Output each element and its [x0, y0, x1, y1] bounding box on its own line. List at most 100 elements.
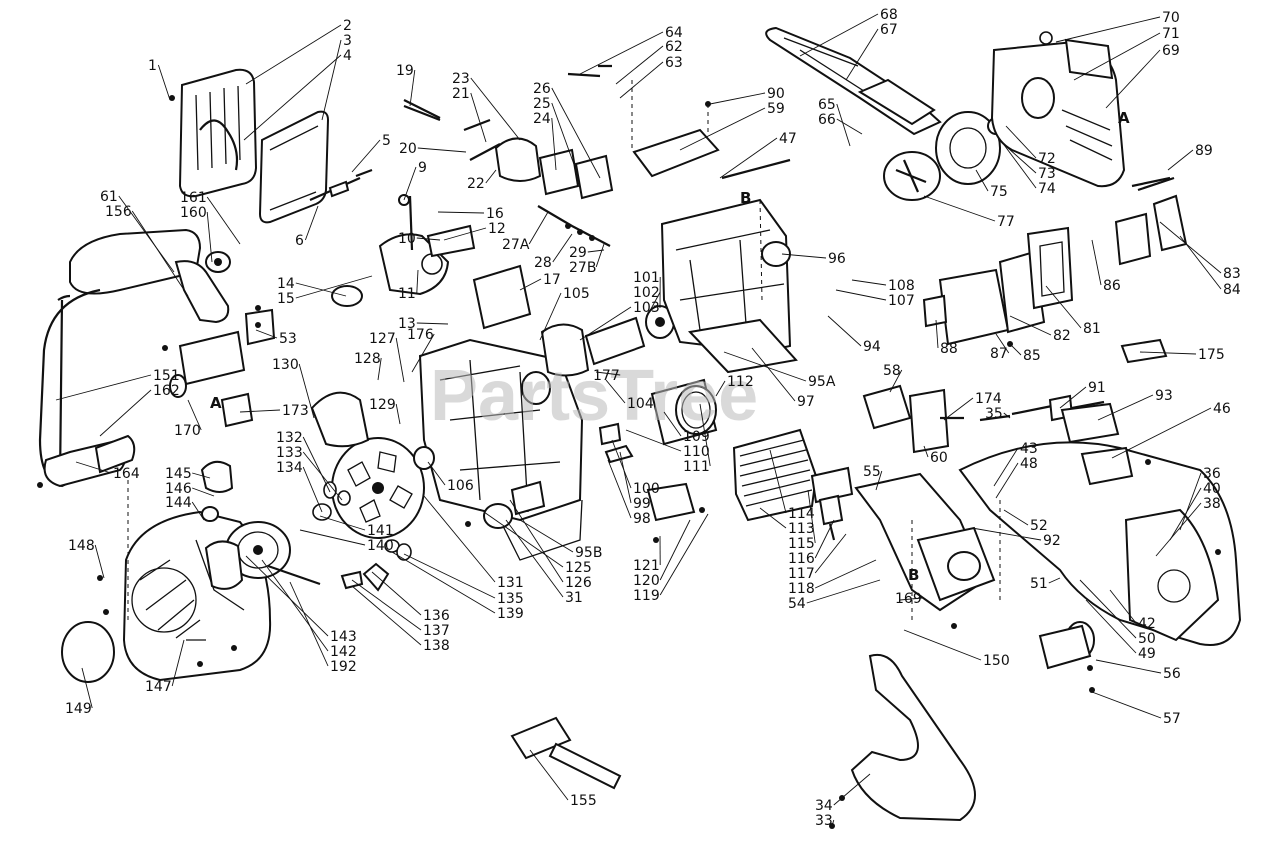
part-label-49: 49 [1138, 646, 1156, 662]
part-label-169: 169 [895, 591, 922, 607]
part-label-9: 9 [418, 160, 427, 176]
leader-line-57 [1091, 691, 1162, 719]
part-label-47: 47 [779, 131, 797, 147]
leader-line-46 [1111, 407, 1212, 459]
part-label-31: 31 [565, 590, 583, 606]
part-label-71: 71 [1162, 26, 1180, 42]
leader-line-21 [470, 92, 487, 143]
part-label-53: 53 [279, 331, 297, 347]
part-label-116: 116 [788, 551, 815, 567]
handle-bracket [169, 308, 276, 428]
part-label-127: 127 [369, 331, 396, 347]
leader-line-95a [723, 351, 807, 382]
leader-line-9 [403, 166, 417, 201]
leader-line-177 [595, 371, 621, 376]
clutch-cover [990, 38, 1126, 188]
part-label-137: 137 [423, 623, 450, 639]
part-label-63: 63 [665, 55, 683, 71]
part-label-55: 55 [863, 464, 881, 480]
part-label-40: 40 [1203, 481, 1221, 497]
chain-adjuster [1038, 621, 1095, 670]
leader-line-92 [971, 527, 1042, 541]
part-label-90: 90 [767, 86, 785, 102]
leader-line-90 [709, 92, 766, 105]
leader-line-133 [302, 451, 343, 501]
part-label-52: 52 [1030, 518, 1048, 534]
leader-line-127 [395, 337, 405, 383]
part-label-102: 102 [633, 285, 660, 301]
crankshaft [413, 305, 675, 470]
part-label-151: 151 [153, 368, 180, 384]
part-label-111: 111 [683, 459, 710, 475]
part-label-46: 46 [1213, 401, 1231, 417]
part-label-89: 89 [1195, 143, 1213, 159]
leader-line-82 [1009, 315, 1052, 336]
leader-line-56 [1095, 659, 1162, 674]
part-label-147: 147 [145, 679, 172, 695]
leader-line-91 [1059, 386, 1087, 409]
part-label-136: 136 [423, 608, 450, 624]
leader-line-135 [403, 553, 496, 599]
part-label-73: 73 [1038, 166, 1056, 182]
decal-175 [1120, 338, 1168, 364]
part-label-43: 43 [1020, 441, 1038, 457]
leader-line-136 [371, 571, 422, 616]
leader-line-139 [391, 551, 496, 614]
leader-line-140 [299, 529, 366, 546]
part-label-57: 57 [1163, 711, 1181, 727]
part-label-107: 107 [888, 293, 915, 309]
leader-line-50 [1079, 579, 1137, 639]
part-label-26: 26 [533, 81, 551, 97]
carburetor-diaphragm [331, 285, 363, 307]
leader-line-73 [1007, 147, 1037, 174]
leader-line-64 [579, 31, 664, 75]
leader-line-69 [1105, 49, 1161, 109]
muffler-gasket [922, 294, 948, 328]
leader-line-126 [509, 499, 564, 583]
leader-line-86 [1091, 239, 1102, 286]
spark-plug [818, 494, 844, 541]
leader-line-156 [131, 210, 189, 297]
part-label-56: 56 [1163, 666, 1181, 682]
part-label-94: 94 [863, 339, 881, 355]
leader-line-132 [302, 436, 331, 493]
leader-line-27b [595, 243, 605, 268]
part-label-101: 101 [633, 270, 660, 286]
starter-pulley [204, 521, 321, 590]
part-label-103: 103 [633, 300, 660, 316]
leader-line-28 [552, 233, 573, 263]
part-label-132: 132 [276, 430, 303, 446]
leader-line-16 [437, 211, 485, 214]
leader-line-42 [1109, 589, 1137, 624]
part-label-108: 108 [888, 278, 915, 294]
part-label-82: 82 [1053, 328, 1071, 344]
muffler [938, 226, 1074, 346]
leader-line-24 [551, 117, 557, 171]
leader-line-71 [1073, 32, 1161, 81]
leader-line-161 [206, 196, 241, 245]
leader-line-27a [528, 211, 549, 245]
leader-line-104 [605, 379, 626, 404]
leader-line-84 [1179, 235, 1222, 290]
leader-line-38 [1155, 502, 1202, 557]
part-label-119: 119 [633, 588, 660, 604]
part-label-146: 146 [165, 481, 192, 497]
leader-line-22 [485, 169, 497, 184]
leader-line-20 [417, 147, 467, 153]
part-label-133: 133 [276, 445, 303, 461]
part-label-148: 148 [68, 538, 95, 554]
part-label-64: 64 [665, 25, 683, 41]
part-label-109: 109 [683, 429, 710, 445]
leader-line-162 [99, 389, 152, 437]
part-label-17: 17 [543, 272, 561, 288]
front-handle-bar [38, 228, 231, 488]
part-label-139: 139 [497, 606, 524, 622]
leader-line-83 [1159, 221, 1222, 274]
leader-line-59 [679, 107, 766, 151]
cover-nut [1039, 31, 1053, 45]
leader-line-116 [814, 519, 835, 559]
part-label-74: 74 [1038, 181, 1056, 197]
part-label-150: 150 [983, 653, 1010, 669]
part-label-86: 86 [1103, 278, 1121, 294]
leader-line-113 [759, 507, 787, 529]
